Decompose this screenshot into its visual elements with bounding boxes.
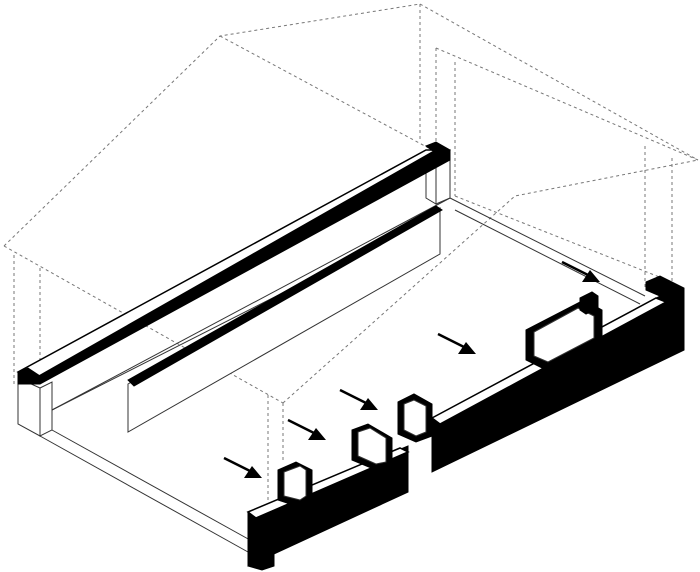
roof-outline-dashed [3,3,699,512]
arrow-3 [339,388,378,410]
front-wall-segment-right [430,275,685,473]
front-wall-segment-left [246,423,410,571]
front-wall-connector [397,393,433,443]
inner-partition-wall [127,205,443,433]
arrow-2 [287,418,326,440]
arrow-4 [437,332,476,354]
arrow-5 [561,260,600,282]
long-roof-beam [16,141,451,385]
left-end-wall [17,377,53,437]
arrow-1 [223,456,262,478]
